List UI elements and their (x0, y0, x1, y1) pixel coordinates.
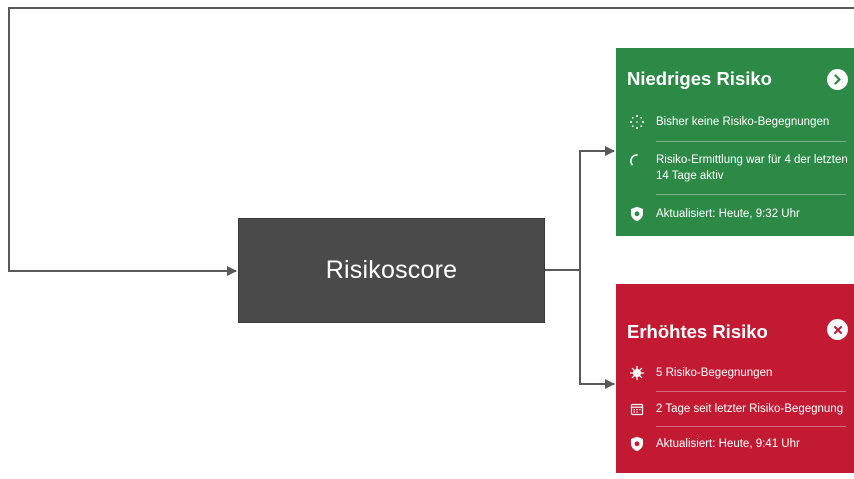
high-risk-close-button[interactable] (827, 319, 848, 340)
shield-icon (629, 436, 645, 452)
progress-ring-icon (629, 153, 645, 169)
shield-icon (629, 206, 645, 222)
low-risk-row-text: Aktualisiert: Heute, 9:32 Uhr (656, 208, 800, 220)
high-risk-row-text: Aktualisiert: Heute, 9:41 Uhr (656, 438, 800, 450)
low-risk-title: Niedriges Risiko (627, 68, 772, 89)
high-risk-card[interactable]: Erhöhtes Risiko 5 Risiko-Begegnungen (616, 284, 854, 473)
high-risk-row-text: 2 Tage seit letzter Risiko-Begegnung (656, 403, 844, 415)
risk-score-box: Risikoscore (238, 218, 545, 323)
divider (656, 194, 846, 195)
scan-dots-icon (629, 114, 645, 130)
divider (656, 426, 846, 427)
branch-to-low-risk (579, 146, 615, 270)
low-risk-card[interactable]: Niedriges Risiko Bisher keine Risiko-Beg… (616, 48, 854, 236)
branch-to-high-risk (579, 270, 615, 389)
low-risk-details-button[interactable] (827, 69, 848, 90)
divider (656, 141, 846, 142)
chevron-right-icon (834, 74, 841, 85)
close-icon (833, 325, 842, 334)
divider (656, 391, 846, 392)
virus-icon (629, 365, 645, 381)
feedback-loop-line (8, 7, 854, 276)
low-risk-row-text: Bisher keine Risiko-Begegnungen (656, 116, 830, 128)
risk-score-label: Risikoscore (325, 256, 458, 284)
low-risk-row-text: Risiko-Ermittlung war für 4 der letzten … (656, 154, 848, 182)
high-risk-title: Erhöhtes Risiko (627, 321, 768, 342)
high-risk-row-text: 5 Risiko-Begegnungen (656, 367, 773, 379)
calendar-icon (629, 401, 645, 417)
